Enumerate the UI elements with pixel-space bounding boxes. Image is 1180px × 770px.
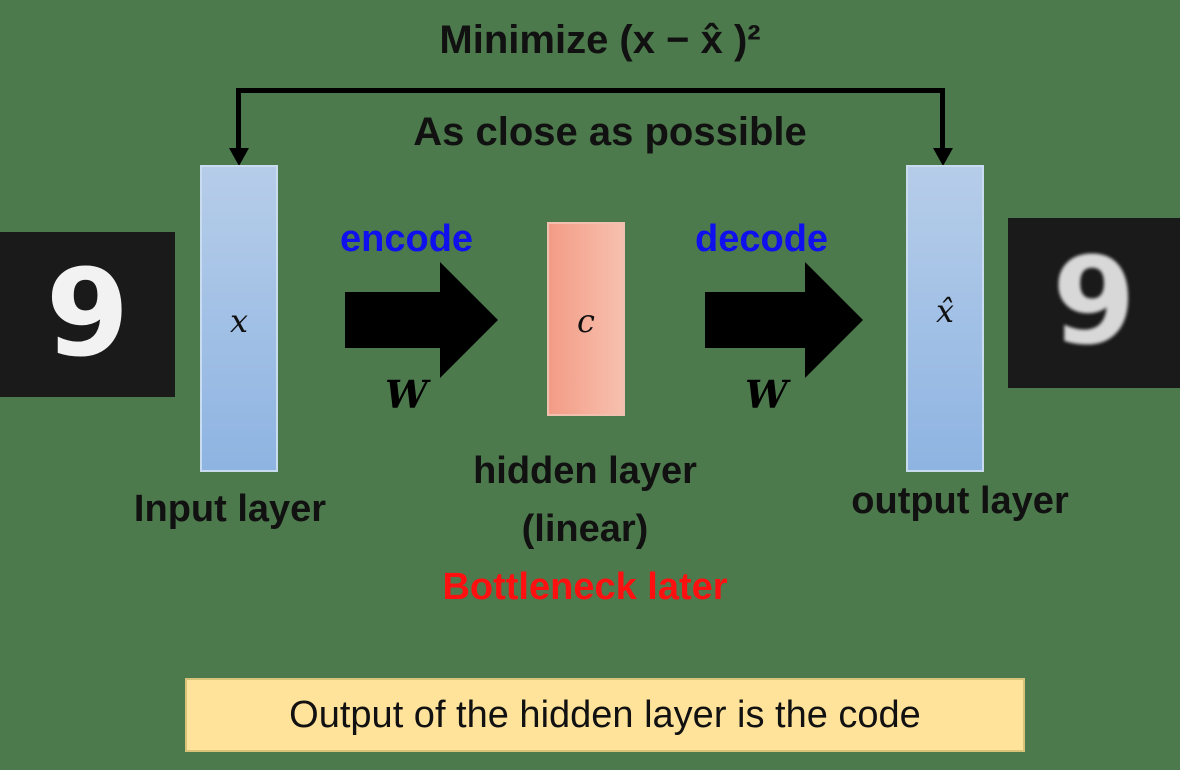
encode-weight-label: W (385, 372, 428, 417)
hidden-layer-label: hidden layer (473, 450, 697, 492)
objective-subtitle: As close as possible (413, 110, 807, 154)
code-note-box: Output of the hidden layer is the code (185, 678, 1025, 752)
output-layer-label: output layer (851, 480, 1069, 522)
output-digit-image: 9 (1008, 218, 1180, 388)
decode-weight-label: W (745, 372, 788, 417)
output-variable: x̂ (935, 292, 955, 330)
input-digit: 9 (45, 245, 130, 384)
input-digit-image: 9 (0, 232, 175, 397)
encode-arrow-head (440, 262, 498, 378)
decode-arrow-head (805, 262, 863, 378)
code-note-text: Output of the hidden layer is the code (289, 693, 921, 736)
encode-label: encode (340, 218, 474, 260)
feedback-line-right (940, 88, 945, 150)
input-layer: x (200, 165, 278, 472)
decode-label: decode (695, 218, 829, 260)
input-layer-label: Input layer (133, 488, 327, 530)
feedback-arrowhead-input (229, 148, 249, 166)
objective-title: Minimize (x − x̂ )² (439, 18, 761, 62)
feedback-line (240, 88, 944, 93)
output-layer: x̂ (906, 165, 984, 472)
decode-arrow-body (705, 292, 805, 348)
bottleneck-label: Bottleneck later (442, 566, 728, 608)
hidden-layer-sublabel: (linear) (521, 508, 649, 550)
hidden-layer: c (547, 222, 625, 416)
encode-arrow-body (345, 292, 440, 348)
feedback-line-left (236, 88, 241, 150)
output-digit: 9 (1052, 233, 1136, 372)
feedback-arrowhead-output (933, 148, 953, 166)
input-variable: x (229, 302, 249, 340)
hidden-variable: c (577, 302, 595, 340)
